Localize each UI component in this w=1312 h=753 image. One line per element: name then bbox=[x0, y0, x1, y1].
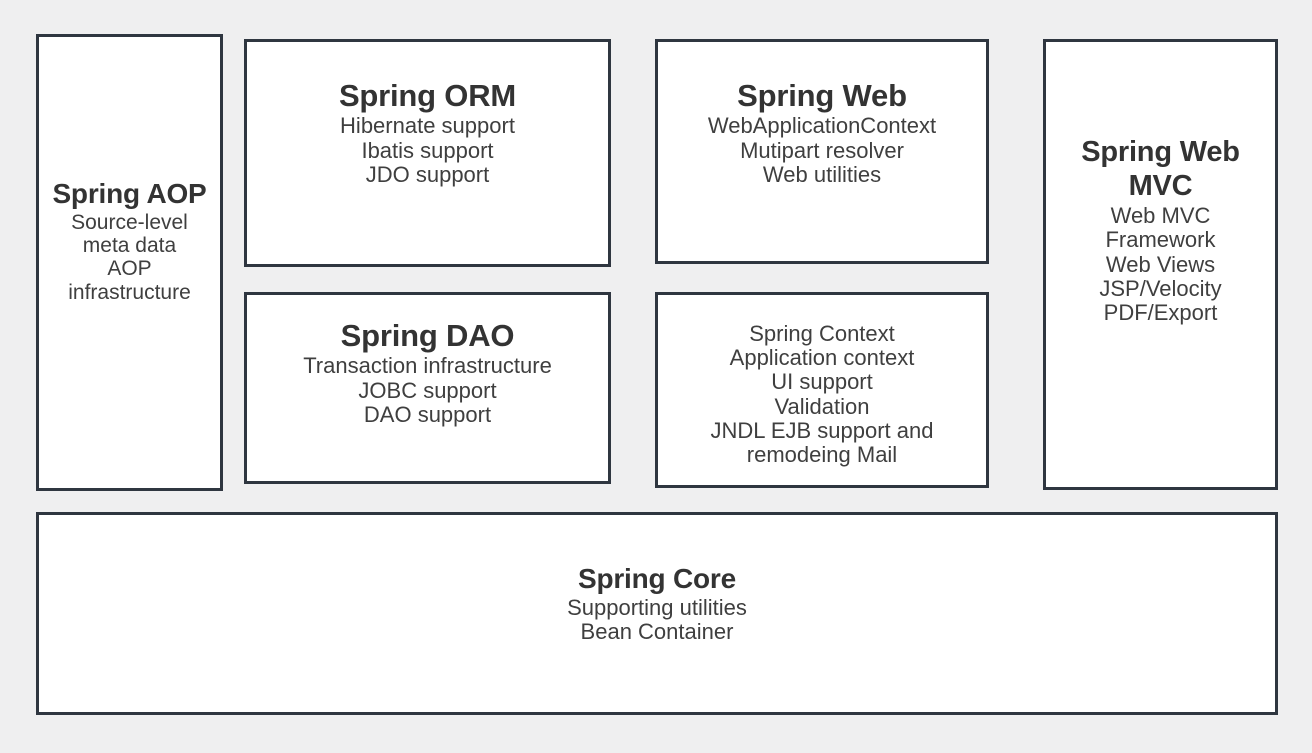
box-spring-aop-content: Spring AOP Source-level meta data AOP in… bbox=[39, 37, 220, 304]
box-spring-core-lines: Supporting utilities Bean Container bbox=[567, 594, 747, 645]
box-spring-dao-content: Spring DAO Transaction infrastructure JO… bbox=[247, 295, 608, 427]
box-spring-orm-content: Spring ORM Hibernate support Ibatis supp… bbox=[247, 42, 608, 187]
box-spring-dao-title: Spring DAO bbox=[340, 318, 515, 353]
box-spring-web: Spring Web WebApplicationContext Mutipar… bbox=[655, 39, 989, 264]
box-spring-context: Spring Context Application context UI su… bbox=[655, 292, 989, 488]
box-spring-web-mvc-content: Spring Web MVC Web MVC Framework Web Vie… bbox=[1046, 42, 1275, 326]
box-spring-dao-lines: Transaction infrastructure JOBC support … bbox=[303, 353, 552, 428]
box-spring-context-lines: Spring Context Application context UI su… bbox=[710, 321, 934, 467]
box-spring-web-mvc: Spring Web MVC Web MVC Framework Web Vie… bbox=[1043, 39, 1278, 490]
box-spring-orm: Spring ORM Hibernate support Ibatis supp… bbox=[244, 39, 611, 267]
box-spring-web-title: Spring Web bbox=[737, 78, 907, 113]
box-spring-core-title: Spring Core bbox=[577, 563, 737, 594]
box-spring-aop-title: Spring AOP bbox=[52, 178, 207, 209]
box-spring-core: Spring Core Supporting utilities Bean Co… bbox=[36, 512, 1278, 715]
box-spring-dao: Spring DAO Transaction infrastructure JO… bbox=[244, 292, 611, 484]
box-spring-web-lines: WebApplicationContext Mutipart resolver … bbox=[707, 113, 937, 188]
box-spring-aop: Spring AOP Source-level meta data AOP in… bbox=[36, 34, 223, 491]
box-spring-web-content: Spring Web WebApplicationContext Mutipar… bbox=[658, 42, 986, 187]
box-spring-aop-lines: Source-level meta data AOP infrastructur… bbox=[68, 210, 191, 304]
box-spring-orm-lines: Hibernate support Ibatis support JDO sup… bbox=[340, 113, 515, 188]
box-spring-web-mvc-lines: Web MVC Framework Web Views JSP/Velocity… bbox=[1099, 202, 1222, 326]
box-spring-orm-title: Spring ORM bbox=[338, 78, 517, 113]
box-spring-context-content: Spring Context Application context UI su… bbox=[658, 295, 986, 467]
box-spring-core-content: Spring Core Supporting utilities Bean Co… bbox=[39, 515, 1275, 645]
box-spring-web-mvc-title: Spring Web MVC bbox=[1081, 136, 1240, 202]
